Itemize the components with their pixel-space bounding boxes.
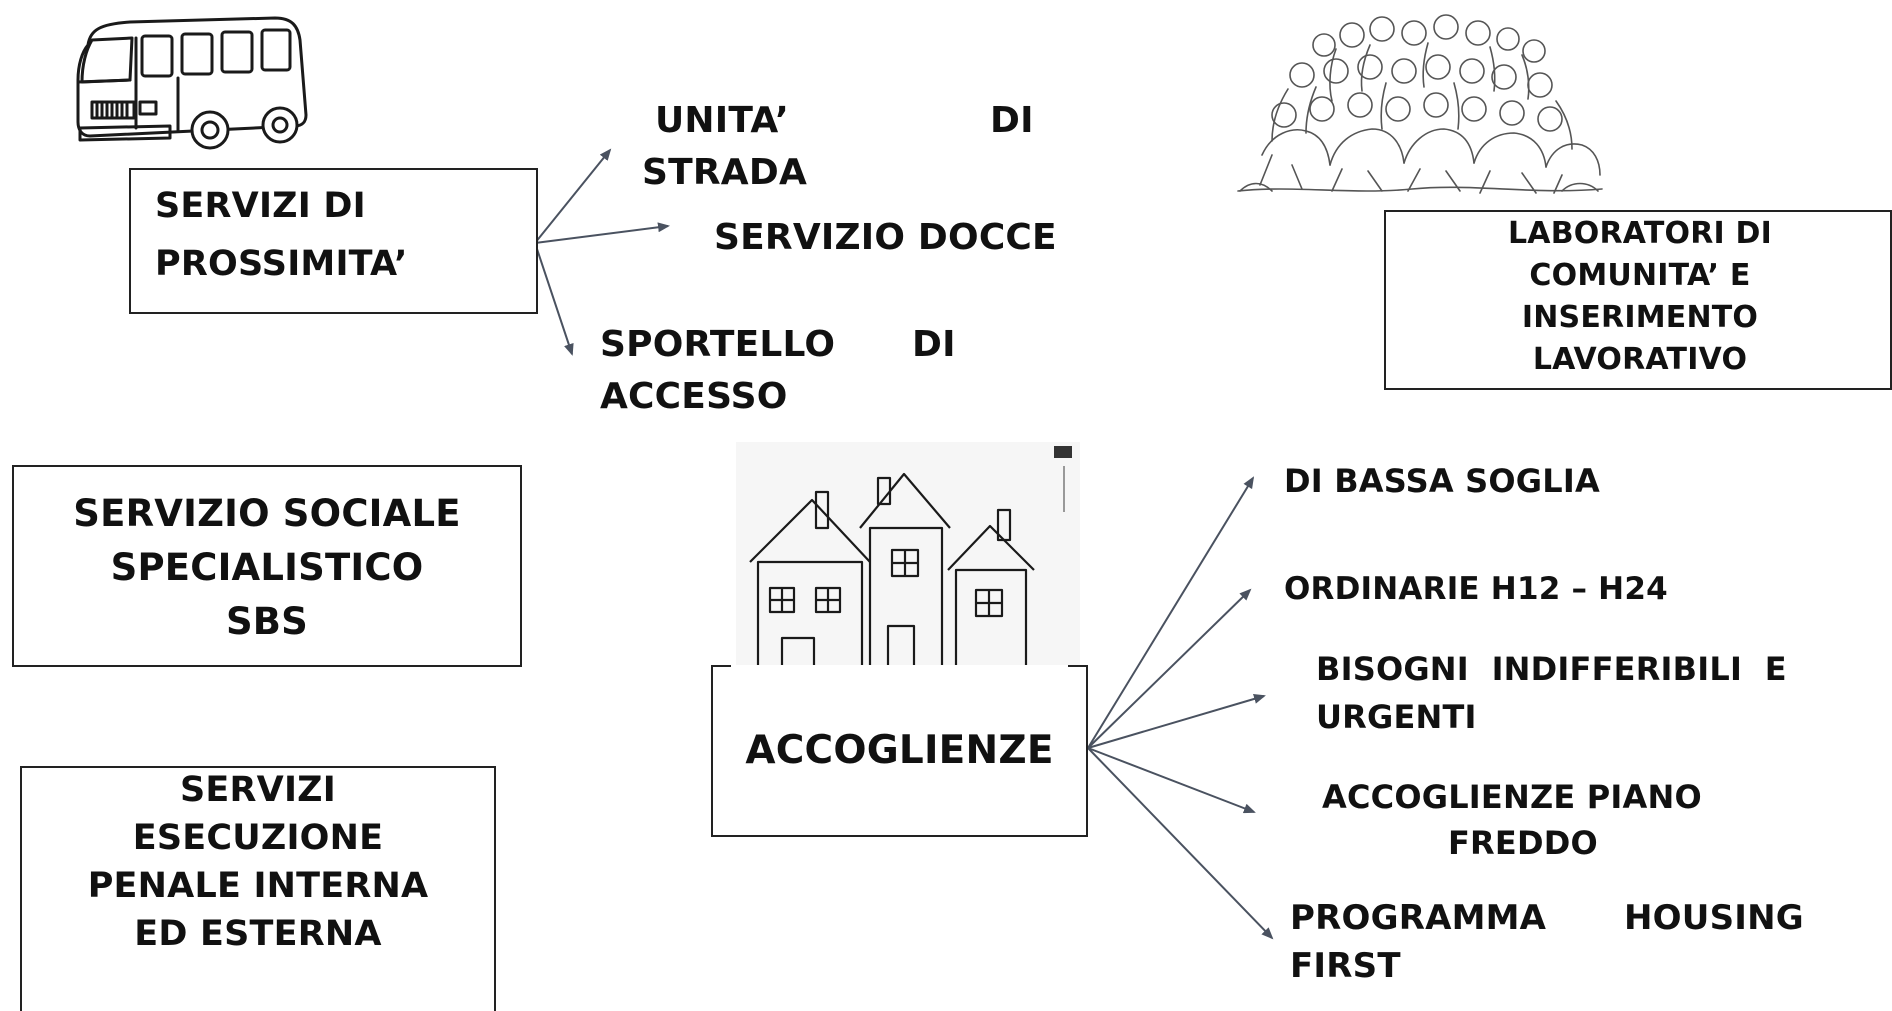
houses-icon — [736, 442, 1080, 704]
bassa-soglia-label: DI BASSA SOGLIA — [1284, 462, 1600, 500]
sportello-line2: ACCESSO — [600, 376, 788, 417]
unita-strada-line2: STRADA — [642, 152, 808, 193]
esecuzione-penale-line4: ED ESTERNA — [134, 914, 382, 954]
esecuzione-penale-box — [20, 766, 496, 1011]
accoglienze-label: ACCOGLIENZE — [745, 728, 1054, 773]
laboratori-line3: INSERIMENTO — [1521, 300, 1759, 335]
housing-first-line1b: HOUSING — [1624, 898, 1804, 938]
esecuzione-penale-line1: SERVIZI — [180, 770, 336, 810]
arrow-to-piano-freddo — [1087, 747, 1256, 814]
esecuzione-penale-line3: PENALE INTERNA — [87, 866, 429, 906]
laboratori-box — [1384, 210, 1892, 390]
people-group-icon — [1237, 14, 1603, 194]
housing-first-line2: FIRST — [1290, 946, 1401, 986]
arrow-to-bassa-soglia — [1087, 476, 1255, 749]
laboratori-line1: LABORATORI DI — [1507, 216, 1773, 251]
unita-strada-line1a: UNITA’ — [655, 100, 789, 141]
prossimita-box — [129, 168, 538, 314]
esecuzione-penale-line2: ESECUZIONE — [132, 818, 384, 858]
piano-freddo-line2: FREDDO — [1448, 824, 1598, 862]
ordinarie-label: ORDINARIE H12 – H24 — [1284, 571, 1668, 607]
servizio-sociale-line1: SERVIZIO SOCIALE — [73, 492, 461, 535]
piano-freddo-line1: ACCOGLIENZE PIANO — [1322, 778, 1702, 816]
arrow-to-sportello — [534, 242, 574, 356]
arrow-to-servizio-docce — [534, 222, 670, 244]
accoglienze-box — [711, 665, 1088, 837]
van-icon — [76, 16, 308, 150]
servizio-docce-label: SERVIZIO DOCCE — [714, 217, 1057, 258]
arrow-to-housing-first — [1087, 747, 1274, 940]
sportello-line1a: SPORTELLO — [600, 324, 836, 365]
laboratori-line4: LAVORATIVO — [1532, 342, 1748, 377]
laboratori-line2: COMUNITA’ E — [1529, 258, 1751, 293]
accoglienze-box-top-left — [711, 665, 731, 667]
prossimita-label-line2: PROSSIMITA’ — [155, 244, 408, 284]
servizio-sociale-line3: SBS — [225, 600, 309, 643]
housing-first-line1a: PROGRAMMA — [1290, 898, 1547, 938]
bisogni-line1: BISOGNI INDIFFERIBILI E — [1316, 650, 1787, 688]
arrow-to-bisogni — [1087, 694, 1266, 749]
bisogni-line2: URGENTI — [1316, 698, 1477, 736]
unita-strada-line1b: DI — [990, 100, 1034, 141]
servizio-sociale-line2: SPECIALISTICO — [110, 546, 424, 589]
arrow-to-unita-strada — [534, 148, 612, 244]
accoglienze-box-top-right — [1068, 665, 1088, 667]
prossimita-label-line1: SERVIZI DI — [155, 186, 366, 226]
sportello-line1b: DI — [912, 324, 956, 365]
arrow-to-ordinarie — [1087, 588, 1252, 749]
servizio-sociale-box — [12, 465, 522, 667]
